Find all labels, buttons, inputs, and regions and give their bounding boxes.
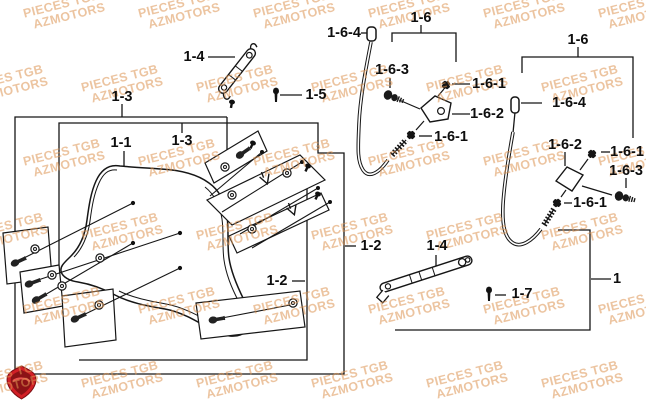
callout-tick-lines bbox=[121, 32, 627, 296]
washer-icon bbox=[288, 298, 298, 308]
seat-mount-dots bbox=[130, 150, 332, 271]
adjuster-bolt bbox=[381, 88, 406, 107]
cable-bracket bbox=[554, 166, 585, 192]
cable-nut bbox=[586, 148, 598, 160]
adjuster-bolt bbox=[613, 189, 637, 206]
group-bracket-boxes bbox=[14, 25, 634, 375]
cable-end-cap bbox=[366, 26, 377, 42]
group-box-inner bbox=[79, 162, 308, 361]
bolt-axis-lines bbox=[19, 151, 331, 319]
screw-1-7 bbox=[486, 286, 492, 301]
azmotors-shield-logo bbox=[6, 365, 37, 400]
seat-strap-bottom bbox=[375, 255, 473, 304]
group-box-outer bbox=[14, 116, 345, 375]
washer-icon bbox=[220, 162, 230, 172]
cable-assembly-left bbox=[356, 26, 452, 177]
washer-icon bbox=[30, 244, 40, 254]
screw-icon bbox=[228, 99, 236, 109]
cable-nut bbox=[440, 79, 452, 91]
seat-strap-top bbox=[217, 43, 258, 100]
cable-nut bbox=[405, 129, 417, 141]
washer-icon bbox=[47, 270, 57, 280]
cable-assembly-right bbox=[501, 96, 637, 247]
seat-piping-left bbox=[73, 169, 118, 258]
cable-tube bbox=[356, 41, 390, 177]
plate bbox=[195, 290, 306, 340]
washer-icon bbox=[247, 224, 257, 234]
plate bbox=[19, 264, 64, 314]
washer-icon bbox=[95, 253, 105, 263]
cable-group-bracket-left bbox=[391, 25, 457, 62]
cable-nut bbox=[551, 197, 563, 209]
cable-group-bracket-right bbox=[521, 47, 634, 138]
cable-bracket bbox=[420, 95, 452, 123]
screw-1-5 bbox=[273, 87, 279, 102]
part-1-bracket bbox=[395, 229, 591, 331]
plate bbox=[205, 154, 327, 226]
washer-icon bbox=[57, 281, 67, 291]
washer-icon bbox=[94, 300, 104, 310]
cable-tube bbox=[501, 131, 543, 247]
washer-icon bbox=[227, 190, 237, 200]
washer-icon bbox=[282, 168, 292, 178]
plate bbox=[61, 288, 117, 348]
cable-spring bbox=[389, 137, 409, 158]
cable-end-cap bbox=[510, 96, 520, 114]
mounting-plates bbox=[2, 130, 330, 348]
